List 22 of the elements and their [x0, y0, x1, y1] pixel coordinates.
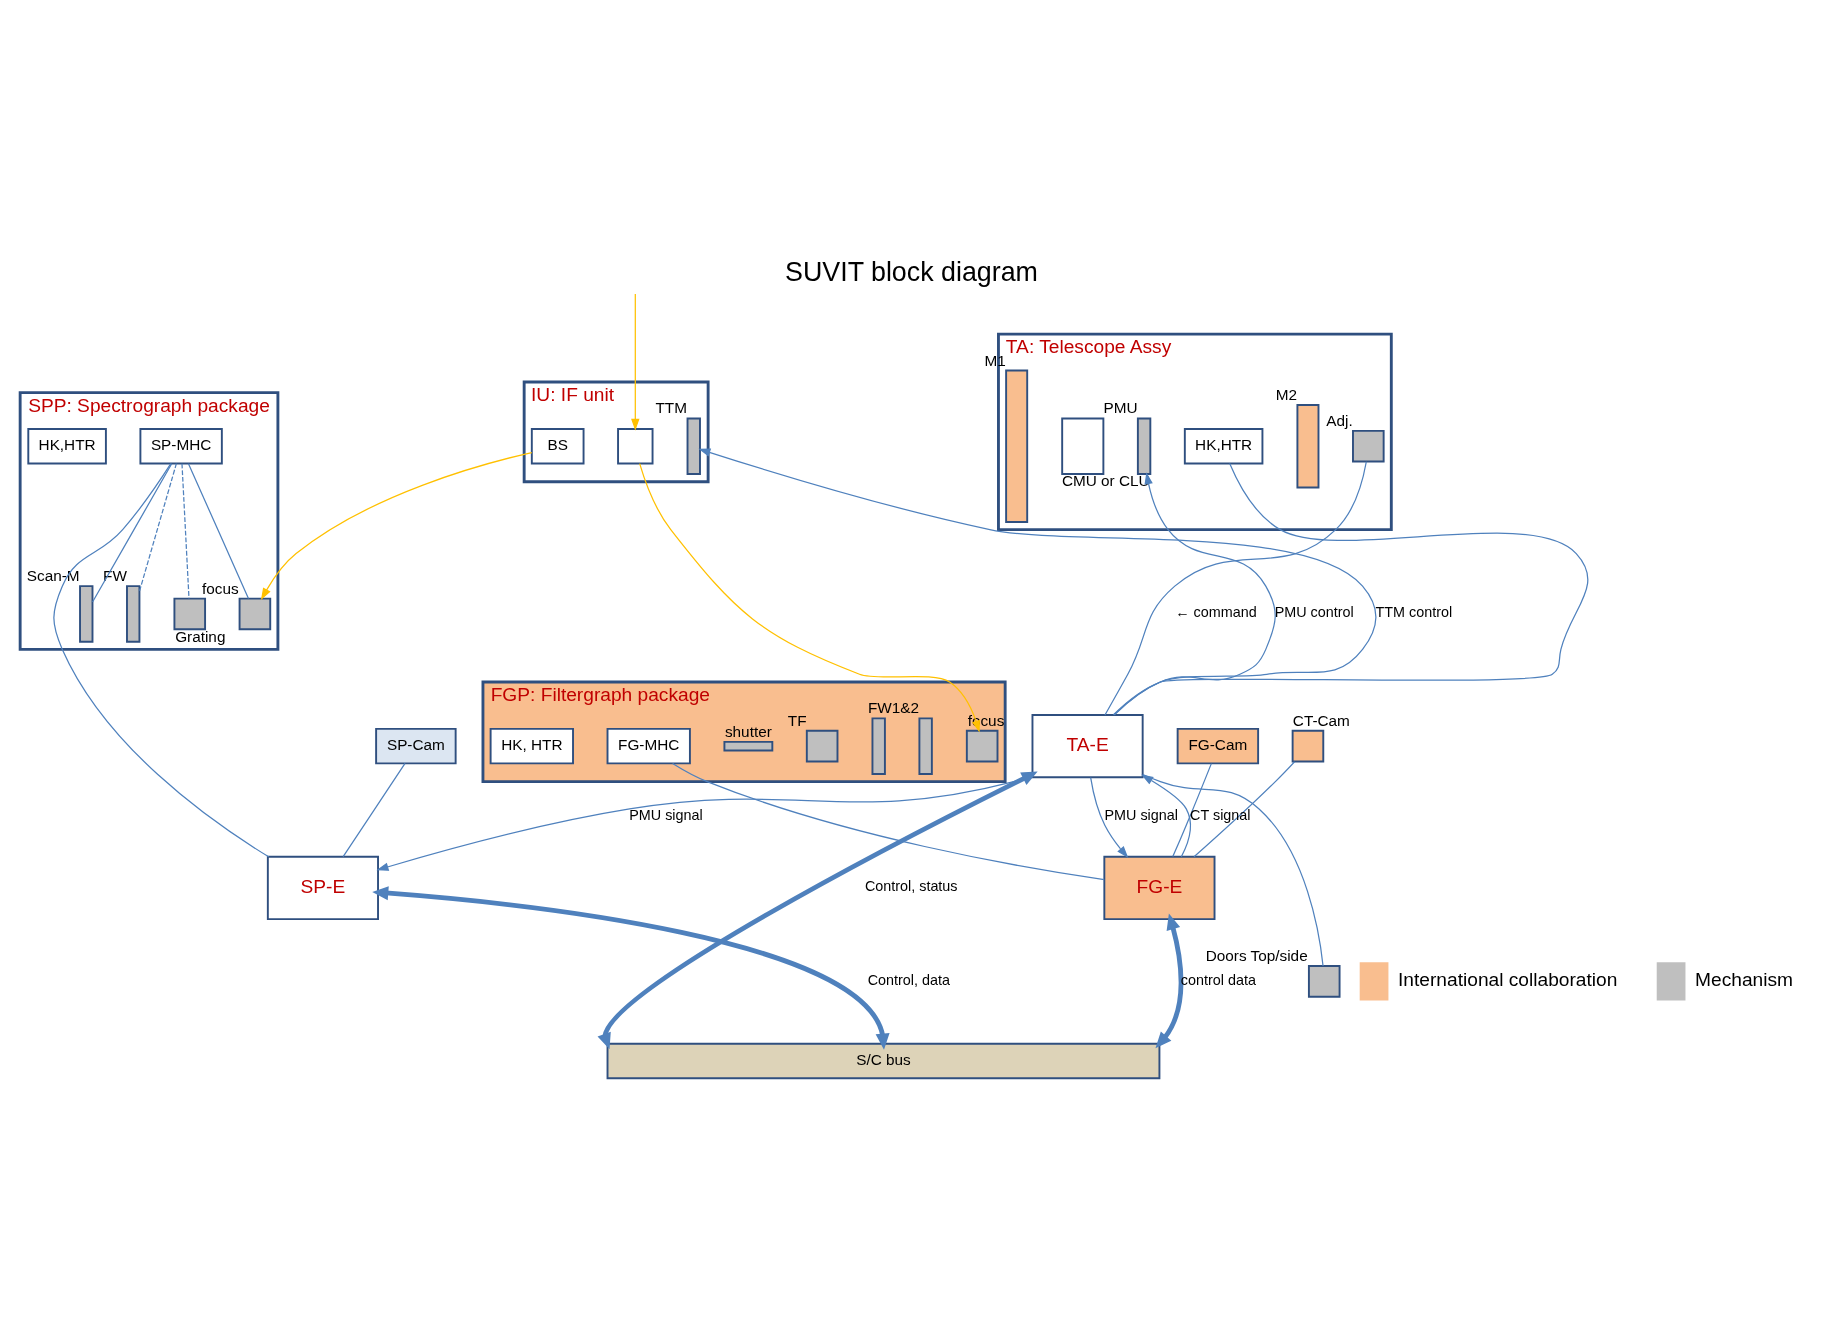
edge-label: PMU signal: [629, 807, 703, 824]
edge-label: ← command: [1175, 604, 1257, 621]
node-label: CT-Cam: [1292, 711, 1350, 729]
diagram-title: SUVIT block diagram: [785, 257, 1038, 288]
node-label: Doors Top/side: [1205, 947, 1308, 965]
node-label: Adj.: [1326, 411, 1353, 429]
edge-label: TTM control: [1375, 604, 1453, 621]
edge-label: PMU control: [1274, 604, 1354, 621]
node-label: PMU: [1103, 399, 1138, 417]
node-label: Grating: [175, 627, 226, 645]
node-label: FW1&2: [867, 699, 920, 717]
node-label: focus: [202, 579, 239, 597]
edge-label: PMU signal: [1104, 807, 1178, 824]
node-label: TF: [787, 711, 807, 729]
edge-label: Control, status: [864, 878, 958, 895]
legend-label: International collaboration: [1398, 969, 1618, 991]
node-label: M2: [1275, 386, 1298, 404]
edge-label: Control, data: [867, 971, 950, 988]
node-label: shutter: [724, 722, 772, 740]
node-label: TTM: [655, 399, 687, 417]
legend-label: Mechanism: [1695, 969, 1794, 991]
node-label: FW: [103, 567, 127, 585]
